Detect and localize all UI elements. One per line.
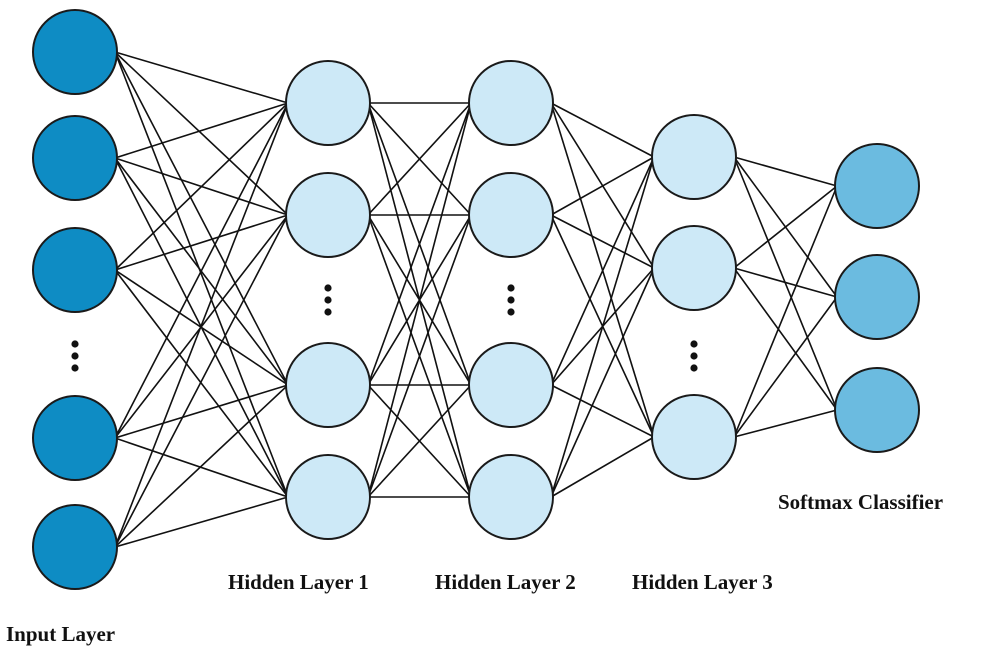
edge-hidden2-1-to-hidden3-1 bbox=[550, 102, 655, 158]
edge-input-4-to-hidden1-1 bbox=[114, 102, 289, 439]
input-node-5 bbox=[32, 504, 118, 590]
input-node-4 bbox=[32, 395, 118, 481]
edge-hidden1-4-to-hidden2-1 bbox=[367, 102, 472, 498]
input-node-2 bbox=[32, 115, 118, 201]
edge-hidden2-4-to-hidden3-1 bbox=[550, 156, 655, 498]
hidden3-node-1 bbox=[651, 114, 737, 200]
hidden-layer-3-label: Hidden Layer 3 bbox=[632, 570, 773, 594]
edge-hidden1-4-to-hidden2-3 bbox=[367, 384, 472, 498]
hidden-layer-2-label: Hidden Layer 2 bbox=[435, 570, 576, 594]
edge-input-2-to-hidden1-1 bbox=[114, 102, 289, 159]
hidden2-node-1 bbox=[468, 60, 554, 146]
input-ellipsis-dot bbox=[71, 352, 79, 360]
hidden1-node-3 bbox=[285, 342, 371, 428]
edge-input-4-to-hidden1-4 bbox=[114, 437, 289, 498]
edge-hidden3-3-to-output-1 bbox=[733, 185, 838, 438]
edge-input-1-to-hidden1-3 bbox=[114, 51, 289, 386]
edge-hidden3-1-to-output-1 bbox=[733, 156, 838, 187]
hidden3-ellipsis-dot bbox=[690, 340, 698, 348]
input-ellipsis-dot bbox=[71, 340, 79, 348]
edge-input-5-to-hidden1-2 bbox=[114, 214, 289, 548]
edge-input-1-to-hidden1-2 bbox=[114, 51, 289, 216]
output-node-2 bbox=[834, 254, 920, 340]
ellipsis-markers bbox=[71, 284, 698, 372]
hidden2-node-4 bbox=[468, 454, 554, 540]
edge-input-5-to-hidden1-1 bbox=[114, 102, 289, 548]
edge-hidden2-2-to-hidden3-1 bbox=[550, 156, 655, 216]
output-node-3 bbox=[834, 367, 920, 453]
edge-hidden1-2-to-hidden2-1 bbox=[367, 102, 472, 216]
edge-input-5-to-hidden1-3 bbox=[114, 384, 289, 548]
edge-input-3-to-hidden1-2 bbox=[114, 214, 289, 271]
hidden3-ellipsis-dot bbox=[690, 364, 698, 372]
hidden1-ellipsis-dot bbox=[324, 308, 332, 316]
edge-hidden3-1-to-output-3 bbox=[733, 156, 838, 411]
edge-input-3-to-hidden1-1 bbox=[114, 102, 289, 271]
hidden1-ellipsis-dot bbox=[324, 284, 332, 292]
edge-hidden3-3-to-output-2 bbox=[733, 296, 838, 438]
edge-input-5-to-hidden1-4 bbox=[114, 496, 289, 548]
hidden2-ellipsis-dot bbox=[507, 284, 515, 292]
hidden2-ellipsis-icon bbox=[507, 284, 515, 316]
edge-hidden1-3-to-hidden2-1 bbox=[367, 102, 472, 386]
hidden3-ellipsis-dot bbox=[690, 352, 698, 360]
hidden3-ellipsis-icon bbox=[690, 340, 698, 372]
input-layer-label: Input Layer bbox=[6, 622, 116, 646]
hidden3-node-2 bbox=[651, 225, 737, 311]
edge-input-1-to-hidden1-4 bbox=[114, 51, 289, 498]
softmax-classifier-label: Softmax Classifier bbox=[778, 490, 944, 514]
edge-hidden3-2-to-output-1 bbox=[733, 185, 838, 269]
hidden3-node-3 bbox=[651, 394, 737, 480]
hidden-layer-1-label: Hidden Layer 1 bbox=[228, 570, 369, 594]
edge-hidden3-3-to-output-3 bbox=[733, 409, 838, 438]
network-nodes bbox=[32, 9, 920, 590]
edge-hidden1-4-to-hidden2-2 bbox=[367, 214, 472, 498]
hidden2-node-2 bbox=[468, 172, 554, 258]
edge-hidden2-4-to-hidden3-3 bbox=[550, 436, 655, 498]
edge-input-1-to-hidden1-1 bbox=[114, 51, 289, 104]
edge-hidden2-3-to-hidden3-3 bbox=[550, 384, 655, 438]
edge-input-3-to-hidden1-4 bbox=[114, 269, 289, 498]
hidden2-ellipsis-dot bbox=[507, 296, 515, 304]
input-ellipsis-dot bbox=[71, 364, 79, 372]
edge-hidden2-3-to-hidden3-1 bbox=[550, 156, 655, 386]
hidden1-node-1 bbox=[285, 60, 371, 146]
hidden1-ellipsis-icon bbox=[324, 284, 332, 316]
hidden2-node-3 bbox=[468, 342, 554, 428]
edge-hidden3-2-to-output-2 bbox=[733, 267, 838, 298]
edge-hidden2-4-to-hidden3-2 bbox=[550, 267, 655, 498]
edge-input-4-to-hidden1-3 bbox=[114, 384, 289, 439]
connection-edges bbox=[114, 51, 838, 548]
input-ellipsis-icon bbox=[71, 340, 79, 372]
hidden1-node-4 bbox=[285, 454, 371, 540]
hidden1-node-2 bbox=[285, 172, 371, 258]
edge-hidden3-2-to-output-3 bbox=[733, 267, 838, 411]
input-node-3 bbox=[32, 227, 118, 313]
input-node-1 bbox=[32, 9, 118, 95]
hidden1-ellipsis-dot bbox=[324, 296, 332, 304]
output-node-1 bbox=[834, 143, 920, 229]
hidden2-ellipsis-dot bbox=[507, 308, 515, 316]
edge-hidden2-2-to-hidden3-2 bbox=[550, 214, 655, 269]
